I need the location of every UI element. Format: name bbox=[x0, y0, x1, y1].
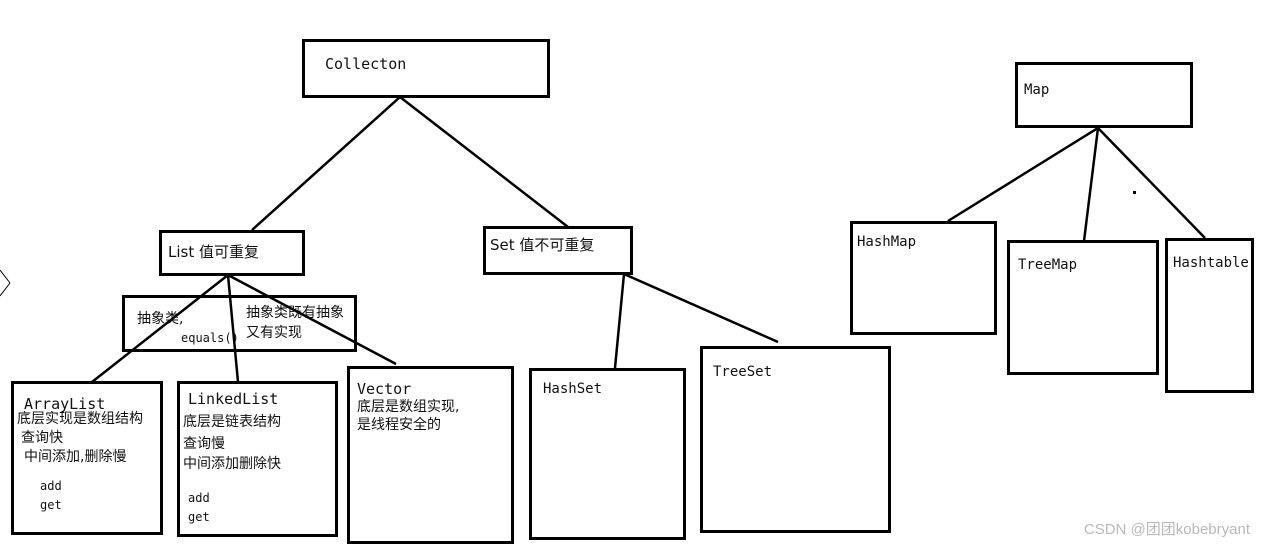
linkedlist-note: 底层是链表结构 bbox=[183, 414, 281, 430]
node-abstract-note bbox=[122, 295, 357, 352]
edge-list-linkedlist bbox=[226, 274, 240, 383]
edge-map-treemap bbox=[1082, 127, 1100, 242]
abstract-note-left-line2: equals() bbox=[181, 331, 239, 345]
node-treemap bbox=[1007, 240, 1159, 375]
treeset-label: TreeSet bbox=[713, 364, 773, 380]
linkedlist-note: 中间添加删除快 bbox=[183, 456, 281, 472]
node-linkedlist bbox=[177, 381, 338, 537]
vector-title: Vector bbox=[357, 380, 412, 398]
node-map bbox=[1015, 62, 1193, 128]
arraylist-method: add bbox=[40, 479, 62, 493]
node-map-label: Map bbox=[1024, 82, 1050, 98]
abstract-note-left-line1: 抽象类, bbox=[137, 311, 184, 327]
edge-list-arraylist bbox=[91, 274, 229, 383]
edge-map-hashmap bbox=[947, 126, 1099, 223]
edge-fragment-left bbox=[0, 282, 11, 297]
hashtable-label: Hashtable bbox=[1173, 255, 1249, 271]
linkedlist-method: get bbox=[188, 510, 210, 524]
treemap-label: TreeMap bbox=[1018, 257, 1078, 273]
edge-collection-set bbox=[399, 96, 569, 228]
hashmap-label: HashMap bbox=[857, 234, 917, 250]
watermark: CSDN @团团kobebryant bbox=[1083, 521, 1250, 538]
hashset-label: HashSet bbox=[543, 381, 603, 397]
abstract-note-right-line1: 抽象类既有抽象 bbox=[246, 305, 344, 321]
edge-collection-list bbox=[251, 96, 401, 231]
arraylist-note: 查询快 bbox=[21, 430, 63, 446]
arraylist-note: 中间添加,删除慢 bbox=[24, 449, 127, 465]
node-set bbox=[483, 226, 633, 275]
node-collection bbox=[302, 39, 550, 98]
linkedlist-method: add bbox=[188, 491, 210, 505]
linkedlist-note: 查询慢 bbox=[183, 436, 225, 452]
linkedlist-title: LinkedList bbox=[188, 390, 279, 408]
node-list-label: List 值可重复 bbox=[168, 243, 259, 261]
arraylist-note: 底层实现是数组结构 bbox=[17, 411, 143, 427]
edge-list-vector bbox=[227, 273, 397, 366]
arraylist-title: ArrayList bbox=[24, 395, 106, 413]
arraylist-method: get bbox=[40, 498, 62, 512]
vector-note: 是线程安全的 bbox=[357, 417, 441, 433]
node-hashmap bbox=[850, 221, 997, 335]
vector-note: 底层是数组实现, bbox=[357, 399, 460, 415]
node-set-label: Set 值不可重复 bbox=[490, 236, 595, 254]
node-treeset bbox=[700, 346, 891, 533]
node-collection-label: Collecton bbox=[325, 55, 407, 73]
node-arraylist bbox=[11, 381, 163, 535]
abstract-note-right-line2: 又有实现 bbox=[246, 325, 302, 341]
edge-fragment-left bbox=[0, 269, 11, 284]
edge-set-hashset bbox=[613, 273, 626, 369]
node-hashtable bbox=[1165, 238, 1254, 393]
edge-map-hashtable bbox=[1097, 127, 1206, 239]
edge-set-treeset bbox=[623, 272, 779, 344]
dot-mark bbox=[1133, 191, 1136, 194]
node-vector bbox=[347, 366, 514, 544]
node-list bbox=[159, 230, 305, 276]
node-hashset bbox=[529, 368, 686, 540]
